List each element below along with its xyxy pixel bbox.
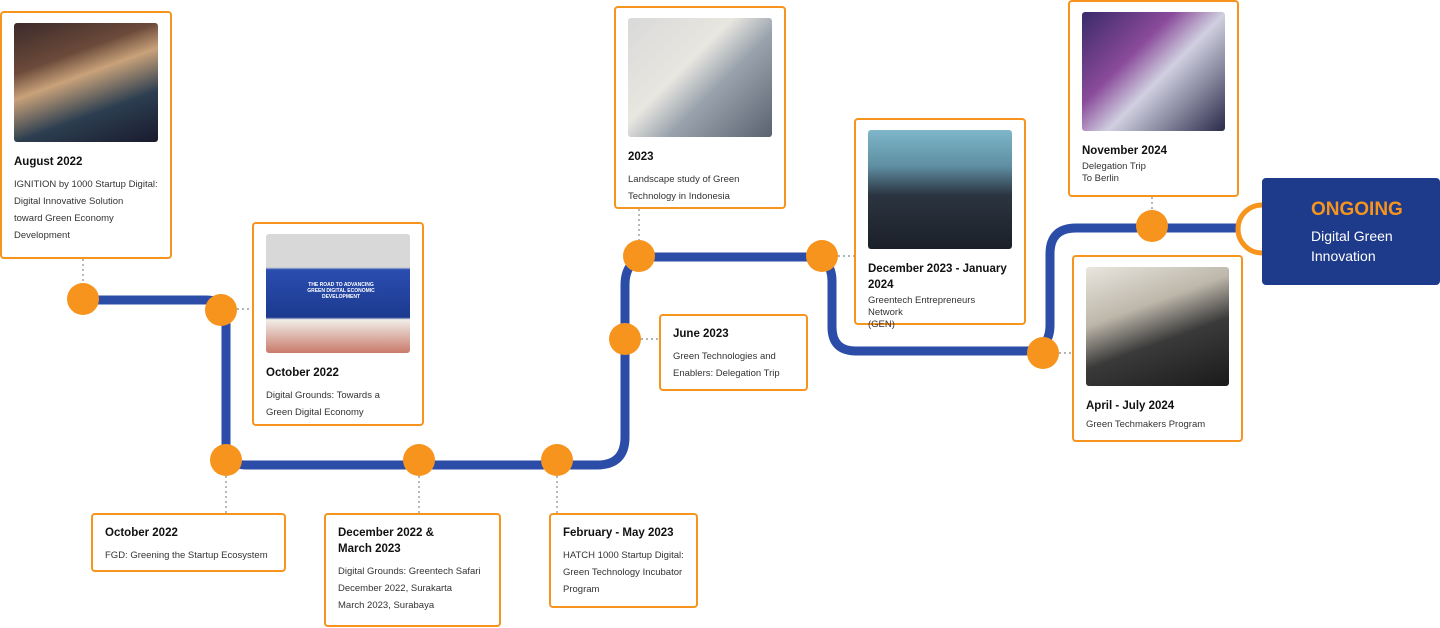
milestone-date: December 2023 - January 2024	[868, 263, 1007, 291]
milestone-dot-aug2022	[67, 283, 99, 315]
milestone-description: FGD: Greening the Startup Ecosystem	[105, 550, 268, 561]
ongoing-box: ONGOING Digital Green Innovation	[1262, 178, 1440, 285]
milestone-card-apr-jul2024: April - July 2024 Green Techmakers Progr…	[1072, 255, 1243, 442]
milestone-card-oct2022-fgd: October 2022 FGD: Greening the Startup E…	[91, 513, 286, 572]
milestone-dot-oct2022a	[205, 294, 237, 326]
milestone-date: December 2022 & March 2023	[338, 527, 434, 555]
milestone-dots	[67, 210, 1168, 476]
milestone-description: Green Technologies and Enablers: Delegat…	[673, 351, 780, 379]
milestone-card-feb-may2023: February - May 2023 HATCH 1000 Startup D…	[549, 513, 698, 608]
milestone-card-2023: 2023 Landscape study of Green Technology…	[614, 6, 786, 209]
milestone-dot-dec2023	[806, 240, 838, 272]
milestone-date: February - May 2023	[563, 527, 674, 539]
milestone-card-dec2023-jan2024: December 2023 - January 2024 Greentech E…	[854, 118, 1026, 330]
dotted-connectors	[82, 197, 1153, 513]
event-photo	[14, 23, 158, 142]
milestone-date: October 2022	[266, 367, 339, 379]
milestone-description: Delegation Trip To Berlin	[1082, 161, 1146, 184]
milestone-description: HATCH 1000 Startup Digital: Green Techno…	[563, 550, 684, 595]
milestone-dot-oct2022b	[210, 444, 242, 476]
milestone-dot-dec2022	[403, 444, 435, 476]
milestone-date: October 2022	[105, 527, 178, 539]
milestone-date: April - July 2024	[1086, 400, 1175, 412]
milestone-description: Green Techmakers Program	[1086, 419, 1206, 430]
milestone-description: Landscape study of Green Technology in I…	[628, 174, 740, 202]
milestone-date: November 2024	[1082, 145, 1168, 157]
milestone-card-nov2024: November 2024 Delegation Trip To Berlin	[1068, 0, 1239, 197]
milestone-description: Greentech Entrepreneurs Network (GEN)	[868, 295, 976, 330]
event-photo	[1086, 267, 1229, 386]
milestone-date: August 2022	[14, 156, 83, 168]
milestone-description: Digital Grounds: Towards a Green Digital…	[266, 390, 380, 418]
milestone-date: 2023	[628, 151, 654, 163]
milestone-date: June 2023	[673, 328, 729, 340]
event-photo: THE ROAD TO ADVANCING GREEN DIGITAL ECON…	[266, 234, 410, 353]
photo-banner-text: THE ROAD TO ADVANCING GREEN DIGITAL ECON…	[307, 282, 375, 300]
milestone-card-dec2022-mar2023: December 2022 & March 2023 Digital Groun…	[324, 513, 501, 627]
ongoing-title: ONGOING	[1311, 199, 1403, 220]
milestone-card-oct2022-digital-grounds: THE ROAD TO ADVANCING GREEN DIGITAL ECON…	[252, 222, 424, 426]
milestone-dot-y2023	[623, 240, 655, 272]
event-photo	[1082, 12, 1225, 131]
ongoing-subtitle: Digital Green Innovation	[1311, 228, 1393, 264]
milestone-dot-jun2023	[609, 323, 641, 355]
event-photo	[628, 18, 772, 137]
milestone-card-jun2023: June 2023 Green Technologies and Enabler…	[659, 314, 808, 391]
milestone-dot-nov2024	[1136, 210, 1168, 242]
event-photo	[868, 130, 1012, 249]
milestone-card-aug2022: August 2022 IGNITION by 1000 Startup Dig…	[0, 11, 172, 259]
milestone-dot-feb2023	[541, 444, 573, 476]
milestone-description: Digital Grounds: Greentech Safari Decemb…	[338, 566, 481, 611]
milestone-description: IGNITION by 1000 Startup Digital: Digita…	[14, 179, 158, 241]
milestone-dot-apr2024	[1027, 337, 1059, 369]
